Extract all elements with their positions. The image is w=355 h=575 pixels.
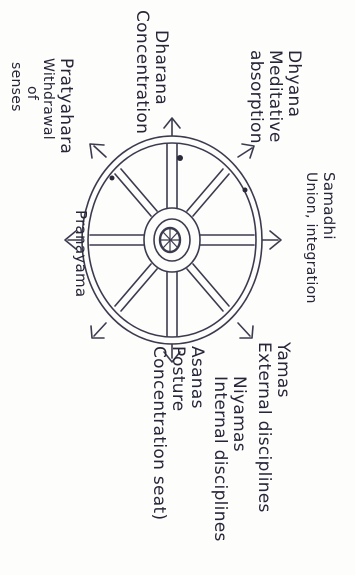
label-asanas: Asanas Posture Concentration seat) [149,346,206,531]
niyamas-name: Niyamas [229,376,248,542]
arrow-lower-right [238,323,253,338]
yamas-name: Yamas [273,342,292,513]
spoke-lower-left [115,264,157,311]
niyamas-subtitle: Internal disciplines [210,376,229,542]
spoke-up [167,144,177,208]
pratyahara-subtitle-3: senses [8,58,24,154]
arrow-upper-right [238,144,254,158]
samadhi-subtitle: Union, integration [303,172,319,304]
label-pranayama: Pranayama [71,210,90,297]
samadhi-name: Samadhi [319,172,338,304]
label-yamas: Yamas External disciplines [254,342,292,513]
label-niyamas: Niyamas Internal disciplines [210,376,248,542]
pratyahara-subtitle-2: of [24,58,40,154]
spoke-upper-left [115,169,157,216]
pranayama-name: Pranayama [71,210,90,297]
spoke-down [167,272,177,336]
label-dhyana: Dhyana Meditative absorption [246,50,303,145]
label-samadhi: Samadhi Union, integration [303,172,338,304]
label-dharana: Dharana Concentration [132,10,170,134]
spoke-lower-right [187,264,229,311]
dhyana-subtitle: Meditative absorption [246,50,284,145]
asanas-name: Asanas [187,346,206,531]
rim-dots [110,155,248,193]
arrow-upper-left [90,144,106,158]
pratyahara-subtitle-1: Withdrawal [40,58,56,154]
dhyana-name: Dhyana [284,50,303,145]
spoke-right [200,235,254,245]
label-pratyahara: Pratyahara Withdrawal of senses [8,58,75,154]
arrow-lower-left [91,323,106,338]
spoke-upper-right [187,169,229,216]
asanas-subtitle: Posture Concentration seat) [149,346,187,531]
dharana-subtitle: Concentration [132,10,151,134]
yamas-subtitle: External disciplines [254,342,273,513]
spoke-left [90,235,144,245]
dharana-name: Dharana [151,10,170,134]
arrow-right [262,231,281,249]
pratyahara-name: Pratyahara [56,58,75,154]
